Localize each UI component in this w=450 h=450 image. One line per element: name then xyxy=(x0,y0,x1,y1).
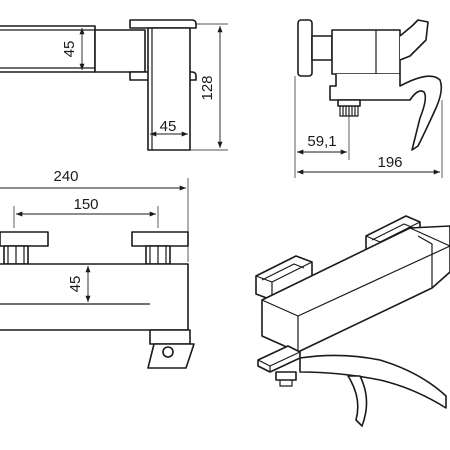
dim-label-offset: 59,1 xyxy=(307,133,336,150)
dim-label-top-height: 45 xyxy=(61,41,78,58)
top-view: 45 128 45 xyxy=(0,19,228,151)
dimension-overall-width: 240 xyxy=(0,168,189,262)
iso-body xyxy=(261,225,450,353)
dimension-front-height: 45 xyxy=(67,266,91,302)
dim-label-overall-width: 240 xyxy=(53,168,78,185)
dimension-projection: 196 xyxy=(294,100,443,178)
dim-label-bottom-width: 45 xyxy=(160,118,177,135)
dim-label-side-height: 128 xyxy=(199,75,216,100)
dimension-bottom-width: 45 xyxy=(150,118,188,137)
iso-spout xyxy=(257,345,447,427)
right-handle xyxy=(131,231,189,265)
dimension-side-height: 128 xyxy=(190,23,228,151)
dimension-center-distance: 150 xyxy=(13,196,159,228)
isometric-view xyxy=(255,215,450,427)
aerator xyxy=(337,99,361,117)
dimension-top-height: 45 xyxy=(61,27,85,70)
dim-label-center-distance: 150 xyxy=(73,196,98,213)
front-view: 240 150 45 xyxy=(0,168,195,369)
dim-label-front-height: 45 xyxy=(67,276,84,293)
dim-label-projection: 196 xyxy=(377,154,402,171)
side-view: 59,1 196 xyxy=(294,19,443,178)
spout-outlet xyxy=(162,346,174,358)
iso-aerator xyxy=(275,371,297,387)
dimension-offset: 59,1 xyxy=(294,76,350,160)
left-handle xyxy=(0,231,49,265)
